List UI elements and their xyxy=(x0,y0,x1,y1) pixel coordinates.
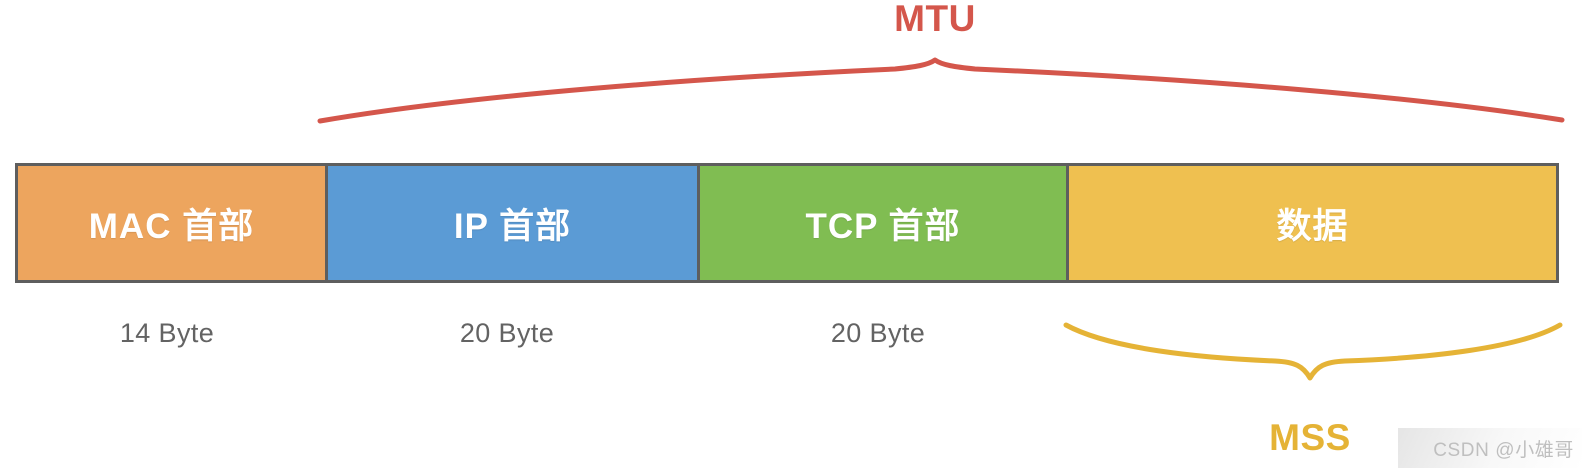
packet-segment-label: IP 首部 xyxy=(453,206,572,246)
mtu-label: MTU xyxy=(894,0,976,39)
watermark-plate xyxy=(1398,428,1582,468)
size-label-tcp-header: 20 Byte xyxy=(830,318,926,348)
packet-segment-label: 数据 xyxy=(1276,206,1349,246)
size-label-mac-header: 14 Byte xyxy=(119,318,215,348)
packet-segment-label: MAC 首部 xyxy=(88,206,255,246)
packet-segment-mac-header: MAC 首部 xyxy=(18,166,325,280)
packet-bar: MAC 首部 IP 首部 TCP 首部 数据 xyxy=(15,163,1559,283)
size-label-ip-header: 20 Byte xyxy=(459,318,555,348)
packet-segment-label: TCP 首部 xyxy=(805,206,961,246)
packet-segment-data: 数据 xyxy=(1066,166,1556,280)
mss-brace-icon xyxy=(1063,322,1563,381)
packet-segment-tcp-header: TCP 首部 xyxy=(697,166,1066,280)
mss-label: MSS xyxy=(1269,417,1351,458)
watermark-text: CSDN @小雄哥 xyxy=(1433,440,1574,461)
packet-segment-ip-header: IP 首部 xyxy=(325,166,697,280)
mtu-brace-icon xyxy=(317,57,1565,124)
